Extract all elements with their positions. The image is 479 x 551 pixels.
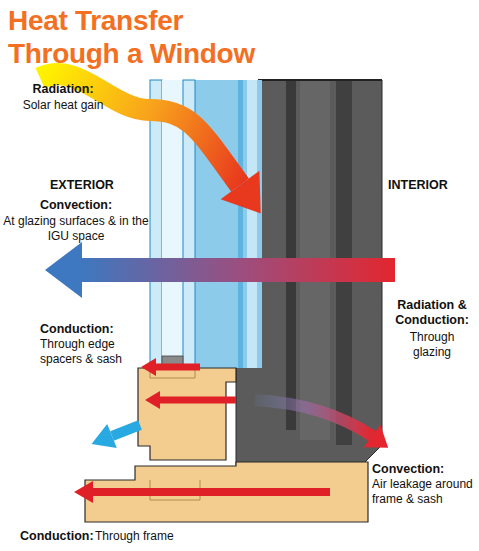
window-frame (85, 462, 368, 522)
conduction-arrow (158, 397, 236, 404)
side-label: EXTERIOR (50, 178, 114, 193)
conduction-arrow (90, 488, 330, 496)
side-label: INTERIOR (388, 178, 448, 193)
diagram-title: Heat Transfer Through a Window (8, 4, 293, 70)
conduction-arrowhead (74, 481, 93, 503)
callout-heading: Conduction: (20, 529, 94, 544)
callout-heading: Radiation & Conduction: (385, 298, 479, 328)
glass-strip (247, 80, 257, 368)
convection-arrow (112, 425, 140, 436)
convection-arrowhead (92, 424, 117, 448)
glass-strip (238, 80, 243, 368)
callout-text: Through edge spacers & sash (40, 337, 140, 367)
callout-text: Through frame (95, 529, 174, 544)
callout-heading: Convection: (0, 198, 152, 213)
window-sash (138, 368, 236, 460)
leakage-arrow (255, 400, 372, 436)
frame-groove (286, 80, 296, 430)
callout-text: Through glazing (397, 330, 467, 360)
callout-heading: Conduction: (40, 322, 140, 337)
conduction-arrow (154, 364, 200, 371)
callout-heading: Convection: (372, 462, 479, 477)
callout-text: Solar heat gain (8, 98, 118, 113)
convection-arrow (80, 258, 395, 282)
callout-text: Air leakage around frame & sash (372, 477, 479, 507)
leakage-arrowhead (364, 425, 389, 448)
conduction-arrowhead (145, 391, 160, 409)
callout-heading: Radiation: (8, 82, 118, 97)
radiation-arrowhead (221, 171, 261, 214)
glass-pane (150, 80, 162, 368)
frame-edge (258, 79, 382, 81)
callout-text: At glazing surfaces & in the IGU space (0, 214, 152, 244)
convection-arrowhead (45, 242, 82, 298)
conduction-arrowhead (141, 358, 156, 376)
